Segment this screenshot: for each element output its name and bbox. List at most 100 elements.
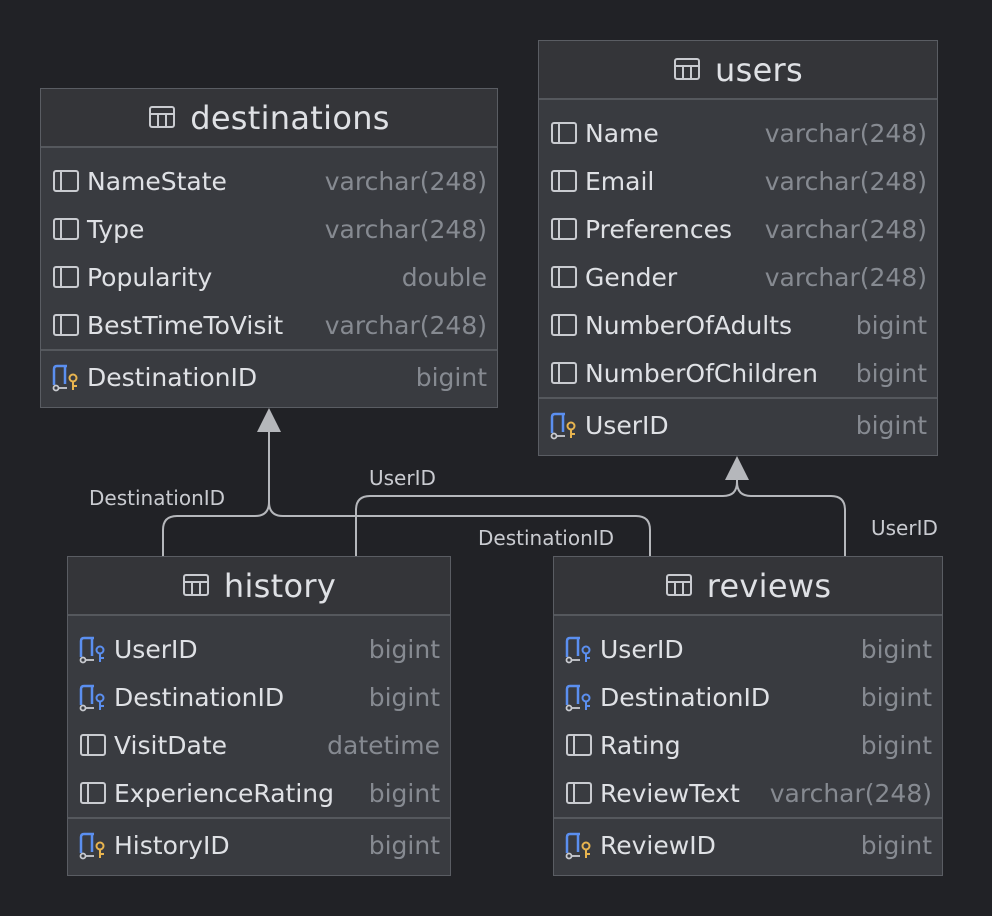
column-type: bigint	[860, 682, 932, 712]
table-icon	[182, 567, 210, 605]
key-section: DestinationID bigint	[41, 349, 497, 403]
table-header[interactable]: reviews	[554, 557, 942, 616]
edge-label-history-user: UserID	[369, 466, 436, 490]
column-row[interactable]: UserID bigint	[554, 625, 942, 673]
table-icon	[148, 99, 176, 137]
column-name: Name	[585, 118, 659, 148]
column-icon	[549, 310, 579, 340]
column-type: varchar(248)	[324, 166, 487, 196]
table-icon	[673, 51, 701, 89]
column-icon	[51, 310, 81, 340]
foreign-key-icon	[78, 634, 108, 664]
edge-history-destinations	[162, 432, 270, 556]
column-row[interactable]: DestinationID bigint	[41, 351, 497, 403]
column-row[interactable]: NumberOfAdults bigint	[539, 301, 937, 349]
edge-label-reviews-user: UserID	[871, 516, 938, 540]
column-icon	[564, 730, 594, 760]
column-type: varchar(248)	[324, 310, 487, 340]
column-row[interactable]: Gender varchar(248)	[539, 253, 937, 301]
column-name: Rating	[600, 730, 681, 760]
column-type: varchar(248)	[764, 262, 927, 292]
column-icon	[549, 118, 579, 148]
table-header[interactable]: history	[68, 557, 450, 616]
column-icon	[78, 778, 108, 808]
column-type: varchar(248)	[324, 214, 487, 244]
column-icon	[549, 214, 579, 244]
column-row[interactable]: Preferences varchar(248)	[539, 205, 937, 253]
column-name: UserID	[585, 410, 669, 440]
column-name: DestinationID	[600, 682, 771, 712]
table-header[interactable]: users	[539, 41, 937, 100]
column-type: bigint	[855, 410, 927, 440]
edge-history-users	[355, 480, 738, 556]
column-row[interactable]: Rating bigint	[554, 721, 942, 769]
column-type: bigint	[855, 310, 927, 340]
column-icon	[51, 166, 81, 196]
table-header[interactable]: destinations	[41, 89, 497, 148]
column-name: NumberOfAdults	[585, 310, 793, 340]
column-type: datetime	[327, 730, 440, 760]
column-icon	[51, 262, 81, 292]
column-name: Gender	[585, 262, 678, 292]
column-name: Email	[585, 166, 655, 196]
primary-key-icon	[549, 410, 579, 440]
column-row[interactable]: NameState varchar(248)	[41, 157, 497, 205]
edge-label-history-destination: DestinationID	[89, 486, 226, 510]
edge-reviews-users	[736, 481, 846, 556]
arrowhead-users	[725, 456, 749, 480]
column-row[interactable]: UserID bigint	[539, 399, 937, 451]
column-name: Preferences	[585, 214, 733, 244]
column-type: double	[401, 262, 487, 292]
column-name: Popularity	[87, 262, 213, 292]
column-icon	[549, 262, 579, 292]
column-type: varchar(248)	[764, 166, 927, 196]
column-name: ReviewText	[600, 778, 740, 808]
edge-label-reviews-destination: DestinationID	[478, 526, 615, 550]
column-type: varchar(248)	[764, 118, 927, 148]
column-type: bigint	[860, 730, 932, 760]
column-type: varchar(248)	[764, 214, 927, 244]
column-name: UserID	[600, 634, 684, 664]
column-name: DestinationID	[87, 362, 258, 392]
primary-key-icon	[564, 830, 594, 860]
column-type: bigint	[855, 358, 927, 388]
edge-reviews-destinations	[268, 501, 651, 556]
table-title: users	[715, 50, 803, 89]
column-icon	[78, 730, 108, 760]
column-name: DestinationID	[114, 682, 285, 712]
column-type: bigint	[368, 830, 440, 860]
column-row[interactable]: Popularity double	[41, 253, 497, 301]
column-name: NameState	[87, 166, 227, 196]
column-row[interactable]: Email varchar(248)	[539, 157, 937, 205]
column-type: bigint	[860, 634, 932, 664]
column-row[interactable]: DestinationID bigint	[554, 673, 942, 721]
column-type: varchar(248)	[769, 778, 932, 808]
column-type: bigint	[415, 362, 487, 392]
column-row[interactable]: ReviewText varchar(248)	[554, 769, 942, 817]
column-row[interactable]: Name varchar(248)	[539, 109, 937, 157]
table-title: history	[223, 566, 337, 605]
column-icon	[549, 166, 579, 196]
column-icon	[51, 214, 81, 244]
column-icon	[564, 778, 594, 808]
column-icon	[549, 358, 579, 388]
